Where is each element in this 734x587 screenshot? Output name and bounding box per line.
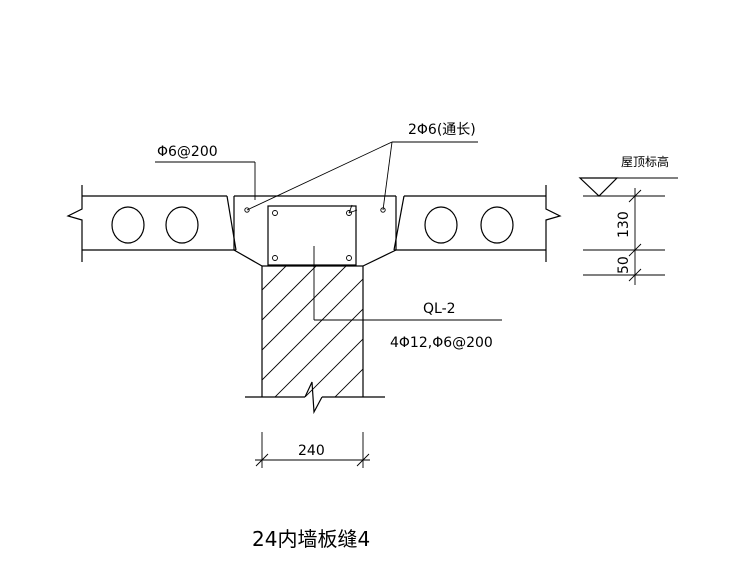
rebar-dot (346, 255, 352, 261)
brick-wall (245, 266, 385, 415)
joint-concrete (233, 195, 397, 267)
leader-beam: QL-2 4Φ12,Φ6@200 (313, 246, 502, 351)
label-dim-50: 50 (616, 256, 632, 274)
leader-through-bars: 2Φ6(通长) (246, 122, 478, 211)
wall-hatch (262, 266, 363, 397)
rebar-dot (272, 210, 278, 216)
label-wall-width: 240 (298, 443, 325, 459)
rebar-dot (346, 210, 352, 216)
beam-stirrup (267, 204, 358, 266)
right-hollow-slab (393, 185, 562, 262)
label-dim-130: 130 (616, 211, 632, 238)
drawing-title: 24内墙板缝4 (252, 527, 370, 551)
label-roof-elevation: 屋顶标高 (621, 154, 669, 169)
vertical-dimension: 130 50 (583, 188, 665, 285)
elevation-marker: 屋顶标高 (578, 154, 678, 197)
slab-bar-left (244, 207, 250, 213)
label-through-bars: 2Φ6(通长) (408, 122, 476, 138)
leader-slab-rebar: Φ6@200 (155, 144, 256, 200)
label-beam-rebar: 4Φ12,Φ6@200 (390, 335, 493, 351)
horizontal-dimension: 240 (255, 432, 370, 468)
label-slab-rebar: Φ6@200 (157, 144, 218, 160)
rebar-dot (272, 255, 278, 261)
left-hollow-slab (66, 185, 237, 262)
label-beam-name: QL-2 (423, 301, 456, 317)
